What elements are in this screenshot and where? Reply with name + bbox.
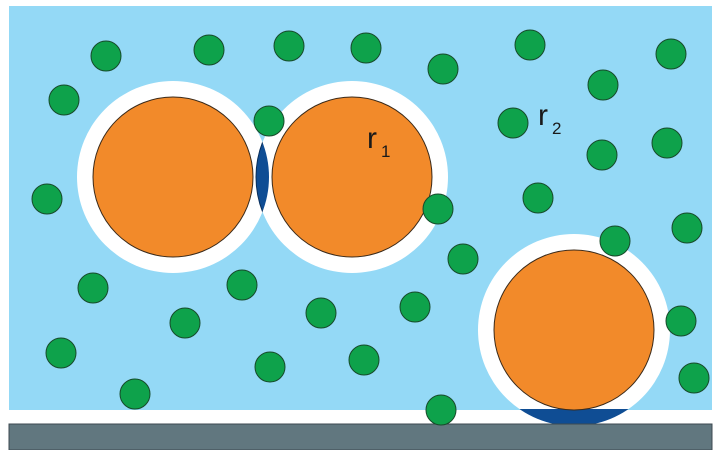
- depletant-icon: [399, 291, 431, 323]
- wall-icon: [8, 423, 713, 450]
- depletant-icon: [77, 272, 109, 304]
- label-r2-main: r: [538, 99, 548, 132]
- depletant-icon: [671, 212, 703, 244]
- depletant-icon: [522, 182, 554, 214]
- overlap-lens-icon: [255, 81, 269, 273]
- depletant-icon: [169, 307, 201, 339]
- depletant-icon: [497, 107, 529, 139]
- depletant-icon: [48, 84, 80, 116]
- depletant-icon: [119, 378, 151, 410]
- label-r1-main: r: [367, 122, 377, 155]
- depletant-icon: [425, 394, 457, 426]
- depletant-icon: [193, 34, 225, 66]
- depletant-icon: [514, 29, 546, 61]
- label-r1-subscript: 1: [381, 142, 390, 161]
- label-r1: r 1: [367, 122, 390, 161]
- depletant-icon: [447, 243, 479, 275]
- depletant-icon: [31, 183, 63, 215]
- depletant-icon: [599, 225, 631, 257]
- depletant-particles: [31, 29, 710, 426]
- large-colloid-icon: [493, 249, 655, 411]
- depletant-icon: [651, 127, 683, 159]
- depletant-icon: [273, 30, 305, 62]
- depletant-icon: [90, 40, 122, 72]
- depletant-icon: [253, 105, 285, 137]
- depletant-icon: [587, 69, 619, 101]
- depletant-icon: [678, 362, 710, 394]
- depletant-icon: [586, 139, 618, 171]
- depletant-icon: [348, 344, 380, 376]
- depletant-icon: [655, 38, 687, 70]
- depletant-icon: [422, 193, 454, 225]
- label-r2: r 2: [538, 99, 561, 138]
- depletant-icon: [45, 337, 77, 369]
- large-colloid-icon: [271, 96, 433, 258]
- depletant-icon: [350, 32, 382, 64]
- large-colloid-icon: [92, 96, 254, 258]
- depletant-icon: [665, 305, 697, 337]
- depletant-icon: [254, 351, 286, 383]
- depletant-icon: [226, 269, 258, 301]
- depletant-icon: [305, 297, 337, 329]
- label-r2-subscript: 2: [552, 119, 561, 138]
- depletant-icon: [427, 53, 459, 85]
